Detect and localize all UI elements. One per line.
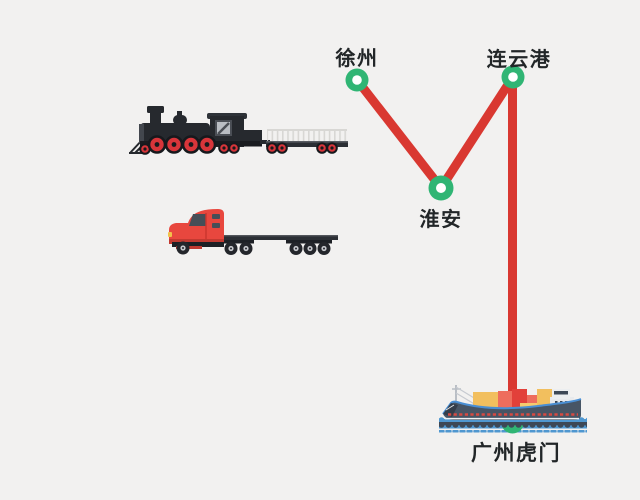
route-node-xuzhou [345, 68, 369, 92]
route-node-lianyungang [501, 65, 525, 89]
city-label-xuzhou: 徐州 [335, 48, 379, 70]
container-ship-icon [439, 385, 587, 434]
semi-truck-icon [168, 209, 338, 255]
route-node-huaian [428, 175, 454, 201]
city-label-lianyungang: 连云港 [486, 49, 552, 71]
city-label-guangzhou-humen: 广州虎门 [471, 442, 561, 465]
route-segment-huaian-lianyungang [437, 74, 517, 191]
city-label-huaian: 淮安 [419, 209, 463, 231]
truck-cab [169, 209, 224, 244]
ship-hull [442, 398, 582, 420]
route-segment-xuzhou-huaian [353, 77, 445, 191]
steam-train-icon [129, 106, 348, 155]
